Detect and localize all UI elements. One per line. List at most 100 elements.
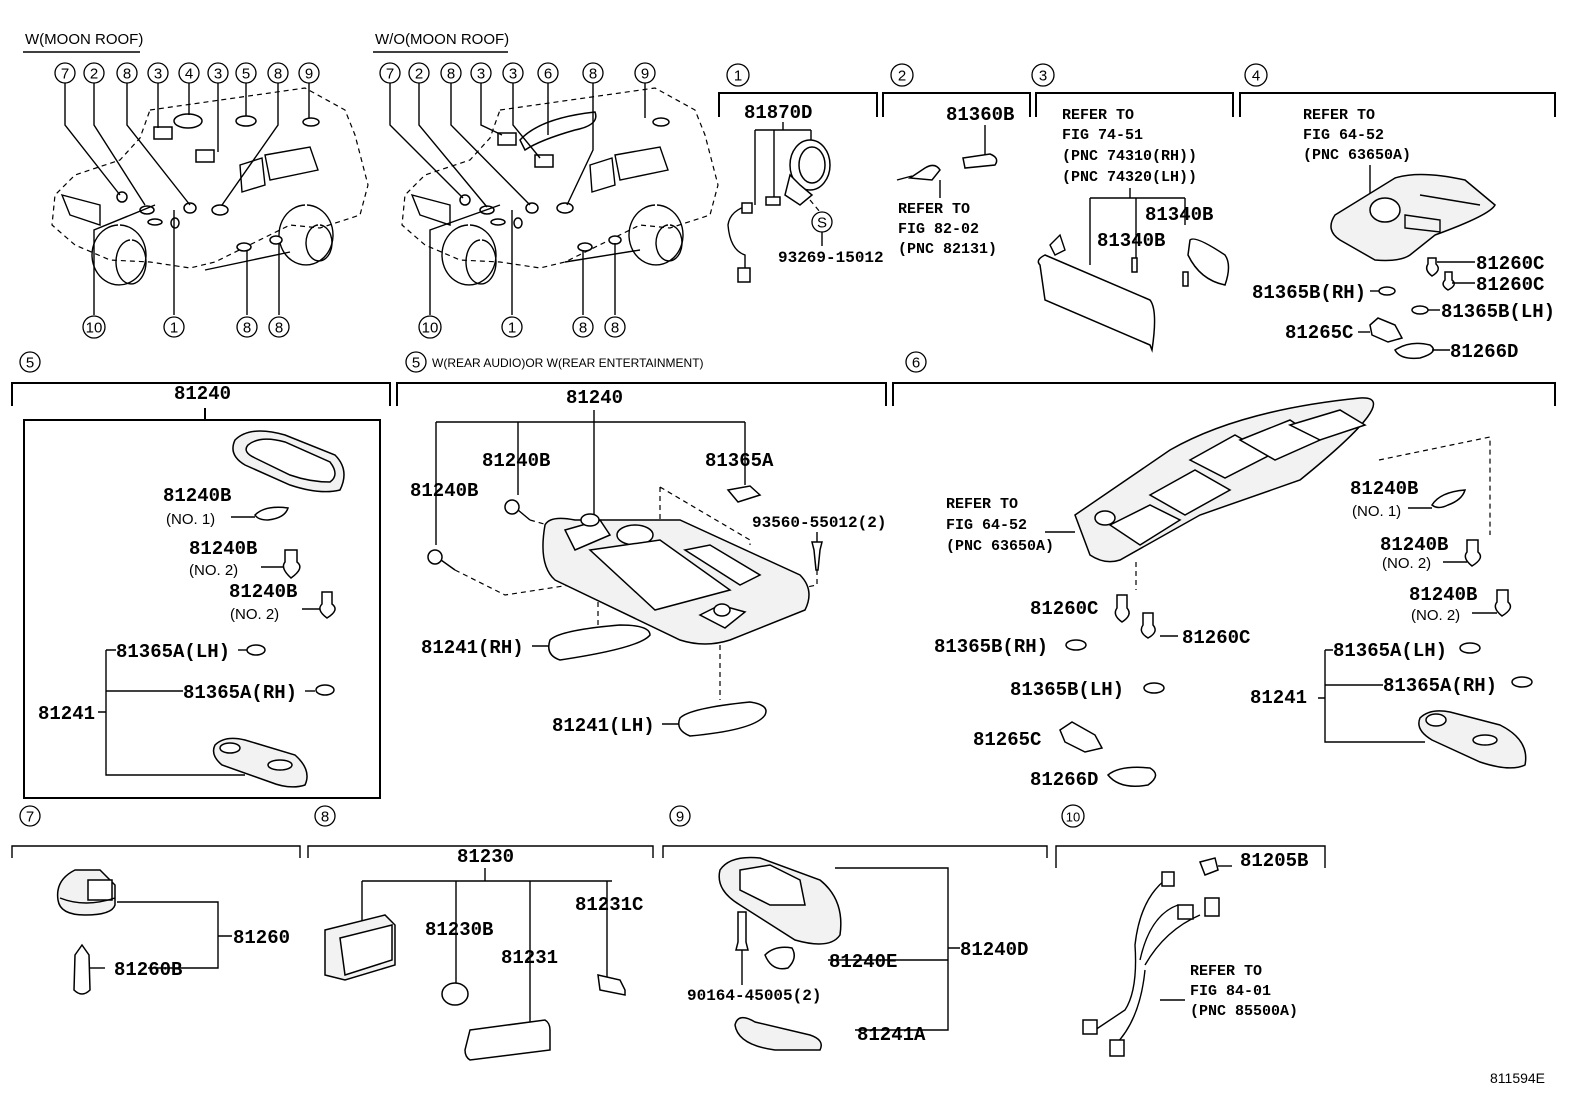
callout: 8 (267, 62, 289, 84)
part-label: 81241A (857, 1024, 926, 1046)
svg-text:8: 8 (274, 66, 282, 83)
part-label: 81266D (1030, 769, 1098, 791)
part-label: 93269-15012 (778, 249, 884, 267)
section-number: 2 (890, 63, 914, 87)
section-condition: W(REAR AUDIO)OR W(REAR ENTERTAINMENT) (432, 356, 704, 370)
part-label: 81266D (1450, 341, 1518, 363)
refer-note: (PNC 63650A) (946, 538, 1054, 555)
refer-note: REFER TO (1190, 963, 1262, 980)
part-label: 81340B (1145, 204, 1213, 226)
svg-text:5: 5 (26, 355, 34, 372)
part-label: 81205B (1240, 850, 1308, 872)
section-7: 7 81260 81260B (11, 805, 301, 995)
svg-text:8: 8 (321, 809, 329, 826)
section-number: 5 (405, 351, 427, 373)
part-label: 81240B (1350, 478, 1418, 500)
svg-text:8: 8 (589, 66, 597, 83)
section-5a: 5 81240 81240B (NO. 1) 81240B (NO. 2) 81… (11, 351, 391, 799)
part-note: (NO. 2) (1382, 555, 1431, 572)
svg-text:10: 10 (1066, 810, 1080, 825)
part-label: 81241 (38, 703, 95, 725)
overview-without-moon-roof: W/O(MOON ROOF) (373, 31, 719, 339)
svg-text:S: S (817, 215, 827, 232)
callout: 1 (163, 316, 185, 338)
svg-text:10: 10 (422, 320, 439, 337)
part-label: 81360B (946, 104, 1014, 126)
refer-note: REFER TO (946, 496, 1018, 513)
part-label: 81240B (163, 485, 231, 507)
svg-text:8: 8 (243, 320, 251, 337)
part-label: 81365B(RH) (1252, 282, 1366, 304)
svg-text:7: 7 (61, 66, 69, 83)
section-6: 6 REFER TO FIG 64-52 (PNC 63650A) 81240B… (892, 351, 1556, 791)
part-label: 81365A (705, 450, 774, 472)
refer-note: FIG 64-52 (946, 517, 1027, 534)
part-label: 81365B(LH) (1010, 679, 1124, 701)
svg-text:8: 8 (123, 66, 131, 83)
part-label: 81365A(LH) (116, 641, 230, 663)
part-label: 81240E (829, 951, 897, 973)
part-label: 81241 (1250, 687, 1307, 709)
assembly-label: 81230 (457, 846, 514, 868)
svg-text:7: 7 (26, 809, 34, 826)
part-label: 81340B (1097, 230, 1165, 252)
overhead-console-part (1330, 173, 1496, 262)
bulb-socket-part (427, 485, 762, 571)
section-1: 1 81870D S 93269-15012 (718, 63, 884, 283)
svg-text:8: 8 (611, 320, 619, 337)
refer-note: FIG 74-51 (1062, 127, 1143, 144)
part-label: 81240B (482, 450, 550, 472)
svg-text:9: 9 (305, 66, 313, 83)
part-note: (NO. 1) (1352, 503, 1401, 520)
svg-text:2: 2 (90, 66, 98, 83)
svg-text:1: 1 (508, 320, 516, 337)
assembly-label: 81240 (566, 387, 623, 409)
wire-harness-part (1082, 871, 1220, 1057)
section-5b: 5 W(REAR AUDIO)OR W(REAR ENTERTAINMENT) … (396, 351, 887, 737)
bulb-part (1425, 257, 1455, 291)
overview-title: W/O(MOON ROOF) (375, 31, 509, 48)
figure-id: 811594E (1490, 1070, 1545, 1086)
part-label: 81260C (1030, 598, 1098, 620)
callout: 2 (83, 62, 105, 84)
section-10: 10 81205B REFER TO FIG 84-01 (PNC 85500A… (1055, 804, 1326, 1057)
svg-text:5: 5 (412, 355, 420, 372)
callout: 3 (470, 62, 492, 84)
section-number: 10 (1061, 804, 1085, 828)
section-3: 3 REFER TO FIG 74-51 (PNC 74310(RH)) (PN… (1031, 63, 1234, 353)
lamp-cover-part (212, 737, 308, 788)
section-number: 8 (314, 805, 336, 827)
part-label: 81240B (1380, 534, 1448, 556)
callout: 8 (268, 316, 290, 338)
svg-text:2: 2 (898, 68, 906, 85)
svg-text:4: 4 (185, 66, 193, 83)
svg-text:1: 1 (170, 320, 178, 337)
bulb-part (896, 153, 998, 181)
callout: 3 (147, 62, 169, 84)
svg-text:6: 6 (544, 66, 552, 83)
part-label: 81365A(RH) (183, 682, 297, 704)
svg-text:8: 8 (275, 320, 283, 337)
svg-text:2: 2 (415, 66, 423, 83)
refer-note: REFER TO (1062, 107, 1134, 124)
lamp-cover-part (1418, 710, 1527, 769)
callout: 4 (178, 62, 200, 84)
part-label: 81260C (1476, 274, 1544, 296)
section-9: 9 81240D 81240E 90164-45005(2) 81241A (662, 805, 1048, 1051)
svg-text:3: 3 (509, 66, 517, 83)
overview-title: W(MOON ROOF) (25, 31, 143, 48)
refer-note: (PNC 63650A) (1303, 147, 1411, 164)
callout: 7 (54, 62, 76, 84)
part-label: 81365A(LH) (1333, 640, 1447, 662)
part-label: 81240B (410, 480, 478, 502)
overview-with-moon-roof: W(MOON ROOF) (23, 31, 369, 339)
vehicle-illustration (401, 87, 719, 286)
callout: 6 (537, 62, 559, 84)
sun-visor-part (1037, 233, 1230, 353)
callout: 8 (236, 316, 258, 338)
part-note: (NO. 2) (230, 606, 279, 623)
callout: 8 (604, 316, 626, 338)
part-label: 81365B(LH) (1441, 301, 1555, 323)
part-note: (NO. 1) (166, 511, 215, 528)
part-label: 90164-45005(2) (687, 987, 821, 1005)
